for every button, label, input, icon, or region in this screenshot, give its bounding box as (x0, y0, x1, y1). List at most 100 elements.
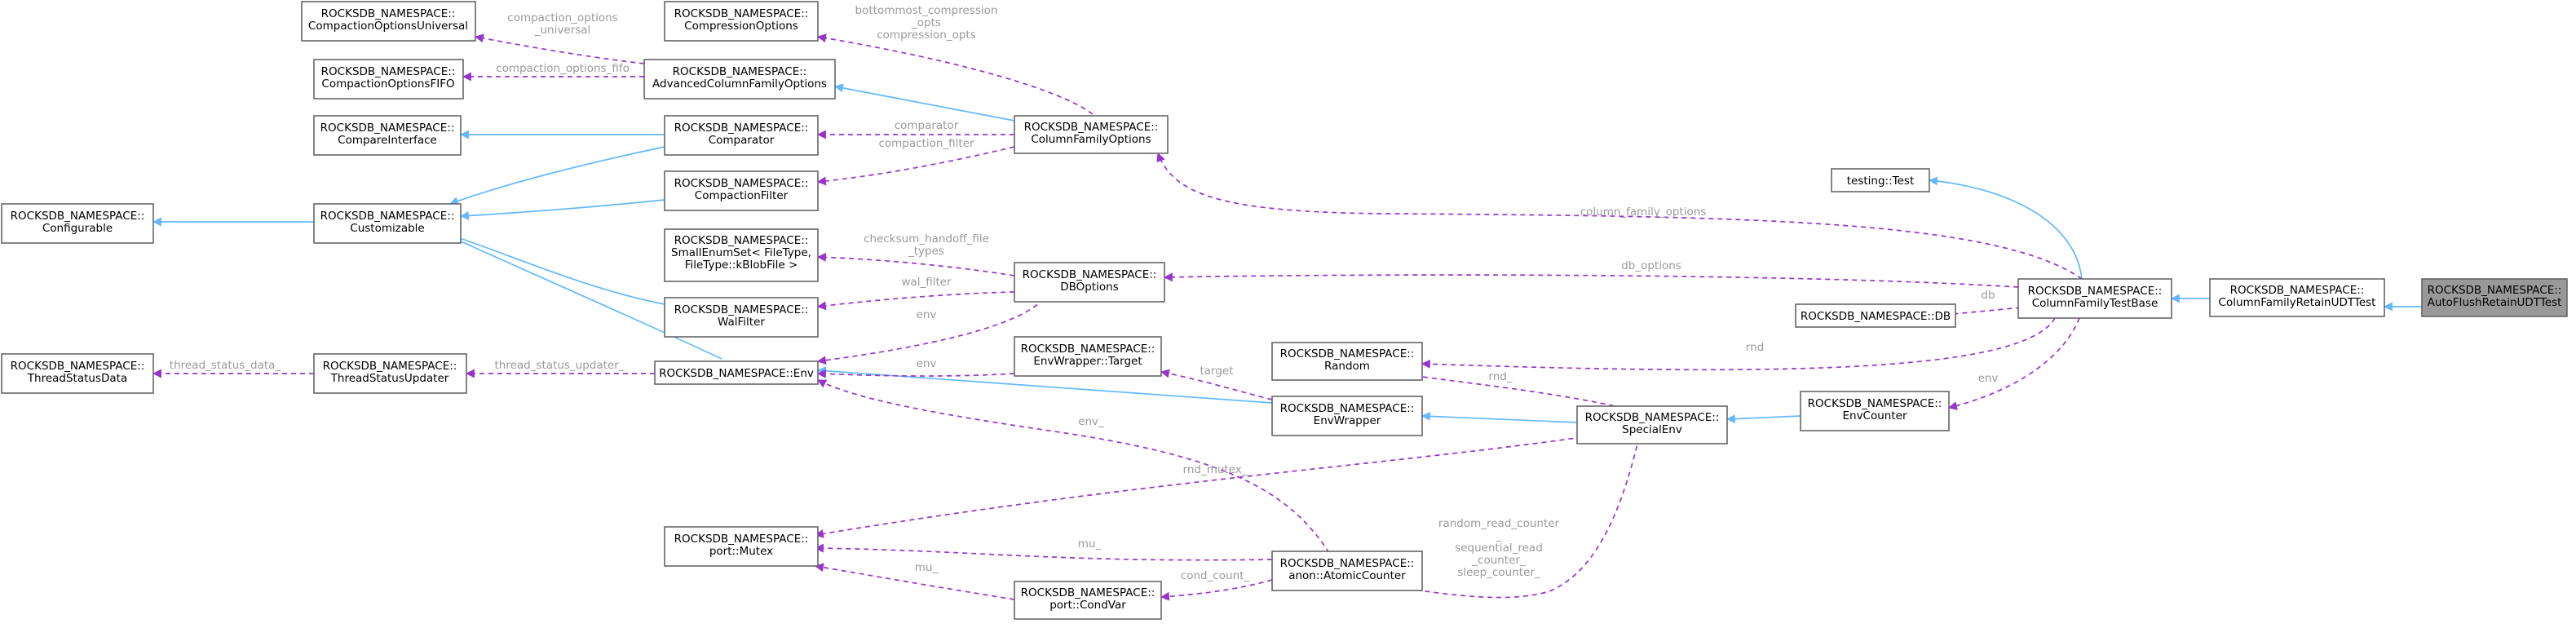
text-line: EnvWrapper (1314, 414, 1381, 427)
edge-target (1160, 369, 1273, 400)
text-line: target (1200, 365, 1233, 378)
node-small-enum-set[interactable]: ROCKSDB_NAMESPACE::SmallEnumSet< FileTyp… (664, 228, 819, 282)
node-comparator[interactable]: ROCKSDB_NAMESPACE::Comparator (664, 115, 819, 156)
label-envtarget-env: env (917, 357, 937, 370)
label-cond-count: cond_count_ (1181, 569, 1250, 582)
node-column-family-options[interactable]: ROCKSDB_NAMESPACE::ColumnFamilyOptions (1014, 115, 1169, 154)
text-line: ROCKSDB_NAMESPACE::DB (1801, 310, 1951, 323)
label-mu-atomic: mu_ (1078, 537, 1102, 551)
node-port-mutex[interactable]: ROCKSDB_NAMESPACE::port::Mutex (664, 526, 819, 567)
text-line: _universal (534, 24, 591, 37)
text-line: port::Mutex (709, 545, 773, 558)
text-line: CompressionOptions (684, 20, 798, 33)
edge-rnd-underscore (1409, 371, 1624, 409)
svg-text:ROCKSDB_NAMESPACE::CompactionO: ROCKSDB_NAMESPACE::CompactionOptionsFIFO (321, 65, 456, 91)
text-line: ROCKSDB_NAMESPACE:: (1023, 268, 1157, 281)
text-line: compression_opts (877, 29, 976, 42)
node-column-family-test-base[interactable]: ROCKSDB_NAMESPACE::ColumnFamilyTestBase (2017, 278, 2172, 319)
text-line: AutoFlushRetainUDTTest (2428, 296, 2562, 309)
node-compaction-options-universal[interactable]: ROCKSDB_NAMESPACE::CompactionOptionsUniv… (301, 1, 476, 42)
text-line: ROCKSDB_NAMESPACE:: (1280, 557, 1415, 570)
text-line: ROCKSDB_NAMESPACE:: (1280, 402, 1415, 415)
text-line: compaction_filter (878, 137, 974, 150)
svg-text:ROCKSDB_NAMESPACE::CompactionO: ROCKSDB_NAMESPACE::CompactionOptionsUniv… (308, 7, 468, 33)
node-thread-status-data[interactable]: ROCKSDB_NAMESPACE::ThreadStatusData (1, 353, 154, 394)
node-compression-options[interactable]: ROCKSDB_NAMESPACE::CompressionOptions (664, 1, 819, 42)
text-line: checksum_handoff_file (864, 232, 989, 245)
label-compaction-fifo: compaction_options_fifo (496, 62, 630, 75)
svg-text:ROCKSDB_NAMESPACE::SpecialEnv: ROCKSDB_NAMESPACE::SpecialEnv (1585, 411, 1720, 436)
node-env-wrapper[interactable]: ROCKSDB_NAMESPACE::EnvWrapper (1271, 396, 1423, 436)
text-line: ROCKSDB_NAMESPACE:: (321, 7, 456, 20)
text-line: env (917, 308, 937, 321)
node-advanced-column-family-options[interactable]: ROCKSDB_NAMESPACE::AdvancedColumnFamilyO… (643, 59, 836, 100)
edge-specialenv-to-envwrapper (1421, 411, 1578, 423)
text-line: FileType::kBlobFile > (685, 259, 798, 272)
node-customizable[interactable]: ROCKSDB_NAMESPACE::Customizable (313, 203, 462, 244)
label-thread-status-data: thread_status_data_ (170, 359, 281, 372)
edge-wal-filter (816, 291, 1015, 311)
text-line: env (917, 357, 937, 370)
node-env-counter[interactable]: ROCKSDB_NAMESPACE::EnvCounter (1800, 391, 1950, 431)
node-thread-status-updater[interactable]: ROCKSDB_NAMESPACE::ThreadStatusUpdater (313, 353, 467, 394)
text-line: CompactionFilter (695, 189, 789, 202)
node-testing-test[interactable]: testing::Test (1831, 168, 1930, 192)
node-anon-atomic-counter[interactable]: ROCKSDB_NAMESPACE::anon::AtomicCounter (1271, 551, 1423, 591)
label-db-options: db_options (1621, 259, 1681, 272)
text-line: CompactionOptionsFIFO (321, 77, 454, 91)
svg-text:ROCKSDB_NAMESPACE::ThreadStatu: ROCKSDB_NAMESPACE::ThreadStatusUpdater (323, 360, 457, 385)
text-line: ROCKSDB_NAMESPACE:: (321, 65, 456, 78)
edge-checksum (816, 252, 1015, 276)
text-line: Comparator (709, 134, 775, 147)
edge-compaction-filter (816, 146, 1015, 186)
edge-column-family-options (1156, 152, 2083, 280)
edge-mu-atomic (814, 543, 1273, 561)
text-line: ROCKSDB_NAMESPACE:: (1024, 121, 1159, 134)
label-comparator: comparator (895, 119, 959, 132)
text-line: ROCKSDB_NAMESPACE:: (323, 360, 457, 373)
svg-text:ROCKSDB_NAMESPACE::DB: ROCKSDB_NAMESPACE::DB (1801, 310, 1951, 323)
text-line: ROCKSDB_NAMESPACE:: (1280, 347, 1415, 360)
svg-text:ROCKSDB_NAMESPACE::WalFilter: ROCKSDB_NAMESPACE::WalFilter (674, 303, 809, 329)
svg-text:ROCKSDB_NAMESPACE::SmallEnumSe: ROCKSDB_NAMESPACE::SmallEnumSet< FileTyp… (671, 234, 811, 272)
edge-cftestbase-to-testingtest (1928, 176, 2083, 280)
node-compaction-filter[interactable]: ROCKSDB_NAMESPACE::CompactionFilter (664, 170, 819, 211)
text-line: ColumnFamilyOptions (1031, 133, 1151, 146)
node-compaction-options-fifo[interactable]: ROCKSDB_NAMESPACE::CompactionOptionsFIFO (313, 59, 464, 100)
label-counters: random_read_counter_sequential_read_coun… (1438, 517, 1560, 579)
node-env-wrapper-target[interactable]: ROCKSDB_NAMESPACE::EnvWrapper::Target (1014, 336, 1162, 377)
svg-text:ROCKSDB_NAMESPACE::ThreadStatu: ROCKSDB_NAMESPACE::ThreadStatusData (11, 360, 145, 385)
node-column-family-retain-udt-test[interactable]: ROCKSDB_NAMESPACE::ColumnFamilyRetainUDT… (2209, 278, 2385, 317)
node-random[interactable]: ROCKSDB_NAMESPACE::Random (1271, 342, 1423, 381)
label-rnd-underscore: rnd_ (1488, 370, 1512, 383)
text-line: sequential_read (1455, 542, 1543, 555)
node-compare-interface[interactable]: ROCKSDB_NAMESPACE::CompareInterface (313, 115, 462, 156)
label-compaction-universal: compaction_options_universal (507, 11, 617, 37)
node-env[interactable]: ROCKSDB_NAMESPACE::Env (654, 360, 819, 385)
svg-text:ROCKSDB_NAMESPACE::ColumnFamil: ROCKSDB_NAMESPACE::ColumnFamilyTestBase (2028, 285, 2163, 310)
node-auto-flush-retain-udt-test[interactable]: ROCKSDB_NAMESPACE::AutoFlushRetainUDTTes… (2421, 278, 2568, 317)
node-port-condvar[interactable]: ROCKSDB_NAMESPACE::port::CondVar (1014, 581, 1162, 620)
text-line: env (1978, 372, 1999, 385)
edge-env-to-customizable (448, 236, 722, 360)
node-db-options[interactable]: ROCKSDB_NAMESPACE::DBOptions (1014, 262, 1165, 303)
svg-text:ROCKSDB_NAMESPACE::Compression: ROCKSDB_NAMESPACE::CompressionOptions (674, 7, 809, 33)
node-special-env[interactable]: ROCKSDB_NAMESPACE::SpecialEnv (1576, 405, 1728, 444)
edge-rnd (1421, 317, 2056, 371)
node-db[interactable]: ROCKSDB_NAMESPACE::DB (1795, 303, 1956, 328)
label-mu-condvar: mu_ (915, 561, 939, 574)
node-configurable[interactable]: ROCKSDB_NAMESPACE::Configurable (1, 203, 154, 244)
edge-db-options (1163, 272, 2019, 288)
text-line: thread_status_data_ (170, 359, 281, 372)
svg-text:ROCKSDB_NAMESPACE::anon::Atomi: ROCKSDB_NAMESPACE::anon::AtomicCounter (1280, 557, 1415, 582)
label-db: db (1981, 289, 1995, 302)
text-line: comparator (895, 119, 959, 132)
svg-text:ROCKSDB_NAMESPACE::ColumnFamil: ROCKSDB_NAMESPACE::ColumnFamilyRetainUDT… (2219, 284, 2376, 309)
text-line: ROCKSDB_NAMESPACE:: (1021, 586, 1155, 599)
text-line: _counter_ (1471, 554, 1526, 567)
svg-text:ROCKSDB_NAMESPACE::Env: ROCKSDB_NAMESPACE::Env (659, 367, 814, 380)
text-line: compaction_options (507, 11, 617, 24)
text-line: compaction_options_fifo (496, 62, 630, 75)
node-wal-filter[interactable]: ROCKSDB_NAMESPACE::WalFilter (664, 297, 819, 338)
